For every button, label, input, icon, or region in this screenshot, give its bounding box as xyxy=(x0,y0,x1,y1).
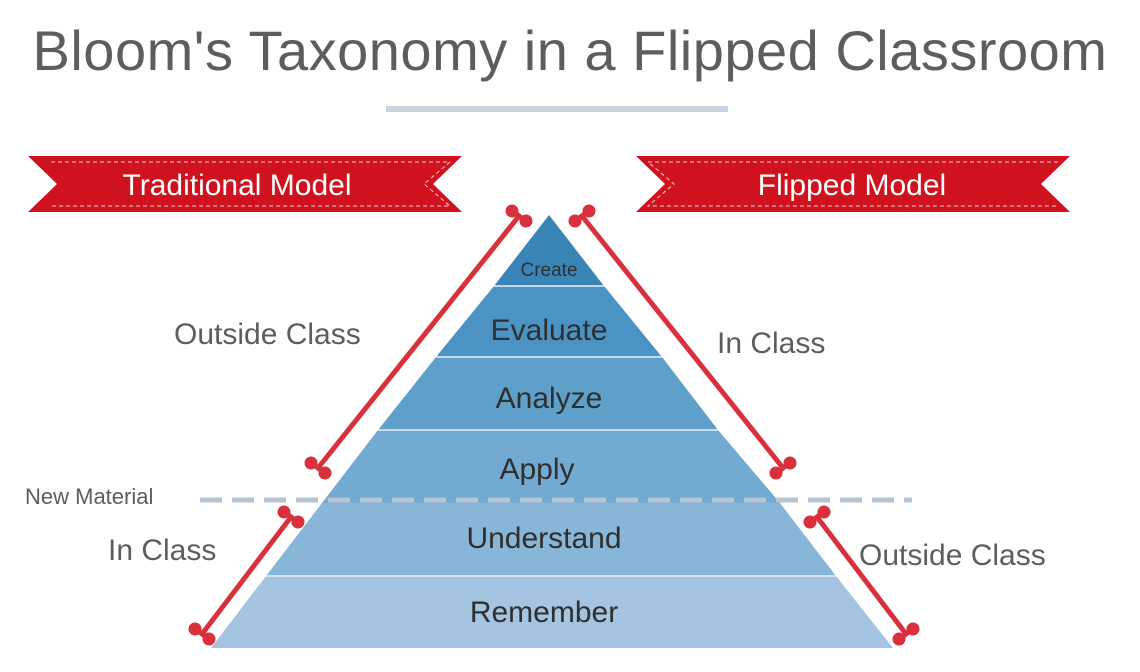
flipped-upper-label: In Class xyxy=(717,327,825,360)
new-material-label: New Material xyxy=(25,484,153,509)
tier-label-analyze: Analyze xyxy=(496,382,603,415)
flipped-in-class-bracket xyxy=(568,204,797,480)
traditional-model-label: Traditional Model xyxy=(123,169,352,202)
flipped-model-label: Flipped Model xyxy=(758,169,946,202)
tier-evaluate xyxy=(436,286,662,357)
traditional-outside-class-bracket xyxy=(304,204,533,480)
traditional-model-banner: Traditional Model xyxy=(28,156,462,212)
new-material-divider: New Material xyxy=(25,484,912,509)
tier-understand xyxy=(266,503,836,576)
tier-label-apply: Apply xyxy=(499,453,574,486)
flipped-outside-class-bracket xyxy=(803,505,920,646)
tier-remember xyxy=(211,576,893,648)
page-title: Bloom's Taxonomy in a Flipped Classroom xyxy=(32,19,1108,82)
traditional-in-class-bracket xyxy=(188,505,305,646)
tier-label-evaluate: Evaluate xyxy=(491,314,608,347)
tier-analyze xyxy=(378,357,718,430)
tier-apply xyxy=(322,430,780,503)
traditional-lower-label: In Class xyxy=(108,534,216,567)
pyramid: Create Evaluate Analyze Apply Understand… xyxy=(211,215,893,648)
tier-label-create: Create xyxy=(520,260,577,281)
flipped-lower-label: Outside Class xyxy=(859,539,1046,572)
tier-label-understand: Understand xyxy=(466,522,621,555)
tier-label-remember: Remember xyxy=(470,596,618,629)
traditional-upper-label: Outside Class xyxy=(174,318,361,351)
tier-create xyxy=(494,215,604,286)
flipped-model-banner: Flipped Model xyxy=(636,156,1070,212)
title-underline xyxy=(386,106,728,112)
